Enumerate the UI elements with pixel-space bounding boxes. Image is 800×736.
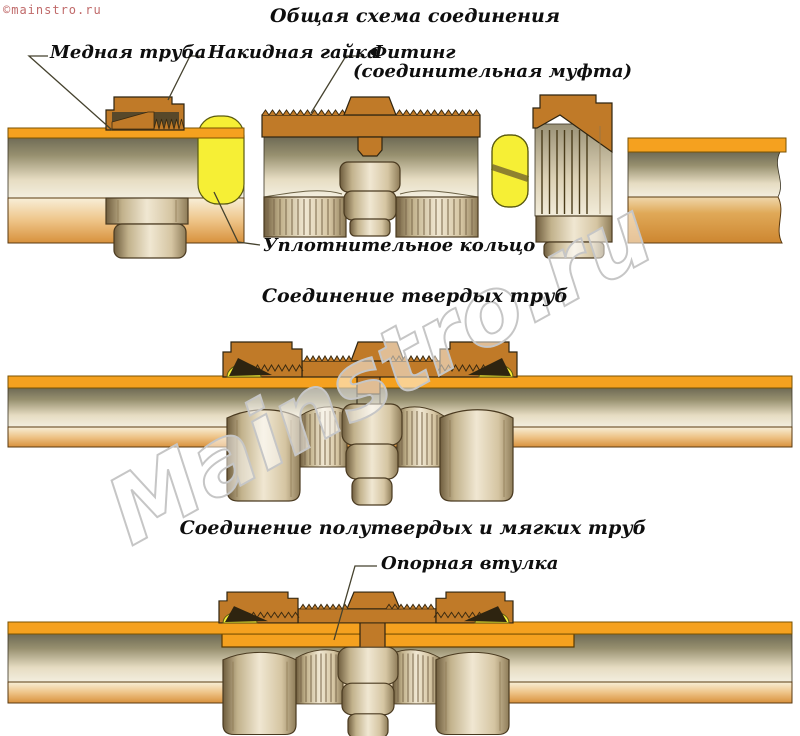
label-support-sleeve: Опорная втулка	[381, 553, 559, 574]
leader-support-sleeve	[333, 565, 377, 641]
soft-joint-cross-section-top	[218, 591, 514, 624]
leader-seal-ring	[213, 191, 261, 246]
label-fitting-line2: (соединительная муфта)	[353, 61, 633, 82]
pipe-end-edges	[356, 394, 381, 404]
label-copper-pipe: Медная труба	[50, 42, 207, 63]
copper-pipe-right	[627, 137, 787, 244]
leader-copper-pipe	[27, 55, 113, 131]
label-union-nut: Накидная гайка	[208, 42, 379, 63]
section-title-soft: Соединение полутвердых и мягких труб	[179, 517, 647, 539]
label-seal-ring: Уплотнительное кольцо	[263, 235, 536, 256]
union-nut-standalone	[532, 94, 613, 259]
section-title-hard: Соединение твердых труб	[261, 285, 569, 307]
support-sleeve	[221, 633, 575, 648]
section-title-general: Общая схема соединения	[270, 5, 560, 27]
copyright-text: ©mainstro.ru	[3, 3, 102, 17]
fitting-coupling	[261, 96, 481, 238]
seal-ring-standalone	[491, 134, 529, 208]
exploded-view-diagram	[7, 55, 787, 259]
hard-pipes-joint-diagram	[7, 341, 793, 506]
soft-pipes-joint-diagram	[7, 565, 793, 736]
leader-fitting	[310, 55, 364, 114]
leader-lines-general	[27, 55, 364, 246]
leader-union-nut	[167, 55, 204, 101]
soft-joint-external-bottom	[222, 646, 510, 736]
label-fitting-line1: Фитинг	[370, 42, 456, 63]
union-nut-on-pipe	[105, 96, 189, 259]
